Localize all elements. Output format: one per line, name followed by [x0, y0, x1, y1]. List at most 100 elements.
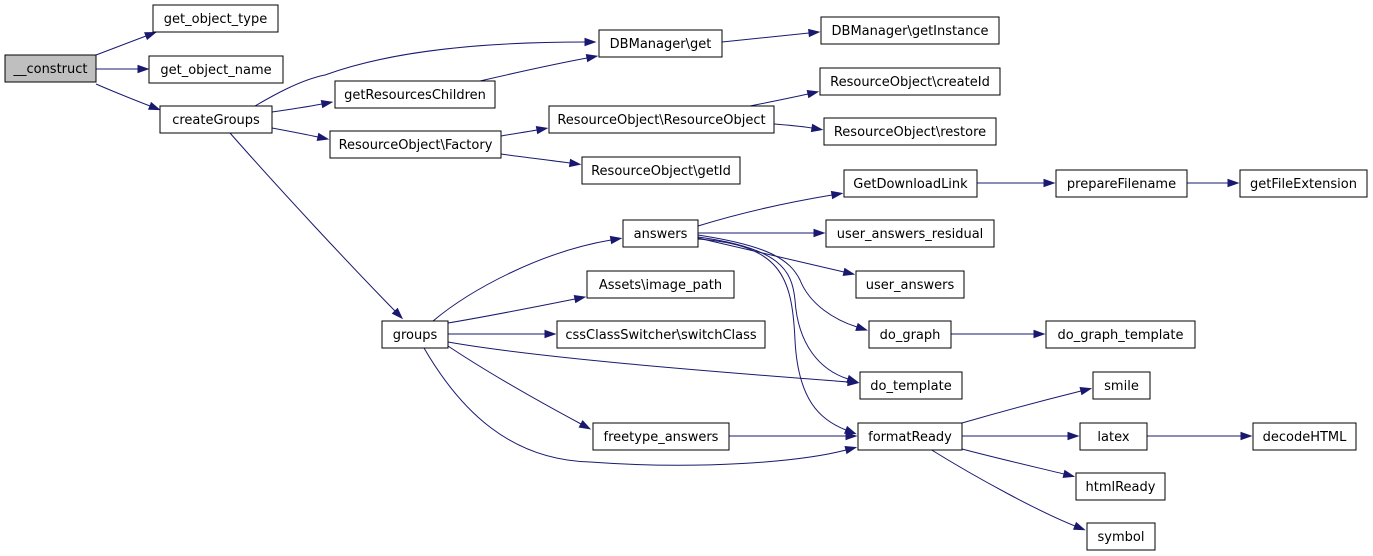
node-formatReady[interactable]: formatReady [857, 422, 963, 451]
edge-dbm_get-to-dbm_getInstance [721, 28, 821, 43]
edge-line [697, 194, 833, 227]
edge-arrowhead [1079, 387, 1093, 396]
node-decodeHTML[interactable]: decodeHTML [1252, 422, 1357, 451]
node-label: formatReady [868, 430, 952, 445]
edge-line [447, 341, 849, 383]
node-box [592, 422, 730, 451]
edge-arrowhead [316, 132, 330, 142]
edge-layer [95, 28, 1253, 531]
edge-formatReady-to-htmlReady [961, 448, 1076, 478]
node-smile[interactable]: smile [1092, 371, 1151, 400]
node-htmlReady[interactable]: htmlReady [1075, 472, 1166, 501]
node-dbm_getInstance[interactable]: DBManager\getInstance [820, 16, 1000, 45]
node-do_graph_template[interactable]: do_graph_template [1045, 320, 1196, 349]
node-ro_createId[interactable]: ResourceObject\createId [819, 67, 1001, 96]
node-label: groups [393, 328, 438, 343]
node-prepareFilename[interactable]: prepareFilename [1055, 169, 1188, 198]
edge-ro_Factory-to-ro_ResourceObject [500, 125, 549, 137]
node-user_answers_residual[interactable]: user_answers_residual [825, 219, 995, 248]
node-do_template[interactable]: do_template [859, 371, 963, 400]
node-label: getResourcesChildren [344, 88, 486, 103]
node-box [4, 54, 97, 83]
node-ro_restore[interactable]: ResourceObject\restore [823, 117, 997, 146]
node-ro_getId[interactable]: ResourceObject\getId [581, 156, 741, 185]
edge-line [95, 83, 151, 107]
node-box [556, 320, 766, 349]
edge-line [500, 153, 571, 164]
node-box [825, 219, 995, 248]
node-get_object_name[interactable]: get_object_name [148, 55, 284, 84]
edge-line [697, 234, 858, 328]
node-answers[interactable]: answers [622, 219, 699, 248]
node-box [859, 371, 963, 400]
edge-arrowhead [842, 267, 856, 276]
node-createGroups[interactable]: createGroups [159, 105, 273, 134]
edge-arrowhead [1227, 178, 1240, 188]
edge-line [432, 239, 612, 322]
edge-groups-to-do_template [447, 341, 860, 387]
node-label: do_graph [880, 328, 941, 343]
node-symbol[interactable]: symbol [1086, 522, 1156, 551]
edge-arrowhead [137, 64, 150, 74]
node-label: do_graph_template [1058, 328, 1184, 343]
edge-line [95, 35, 147, 56]
node-GetDownloadLink[interactable]: GetDownloadLink [843, 169, 978, 198]
edge-arrowhead [391, 307, 404, 320]
node-box [548, 105, 775, 134]
node-assets_image_path[interactable]: Assets\image_path [586, 270, 735, 299]
node-box [598, 29, 723, 58]
node-box [148, 55, 284, 84]
node-getResourcesChildren[interactable]: getResourcesChildren [334, 80, 496, 109]
edge-arrowhead [813, 228, 826, 238]
edge-line [773, 123, 813, 129]
node-label: GetDownloadLink [853, 177, 968, 192]
node-label: answers [634, 227, 688, 242]
node-label: prepareFilename [1067, 177, 1176, 192]
edge-createGroups-to-groups [229, 132, 404, 320]
edge-line [961, 390, 1082, 424]
node-css_switchClass[interactable]: cssClassSwitcher\switchClass [556, 320, 766, 349]
edge-line [500, 129, 538, 137]
node-box [1086, 522, 1156, 551]
edge-groups-to-css_switchClass [448, 329, 557, 339]
node-box [823, 117, 997, 146]
node-user_answers[interactable]: user_answers [855, 270, 965, 299]
node-box [1079, 422, 1148, 451]
node-construct[interactable]: __construct [4, 54, 97, 83]
edge-answers-to-user_answers [697, 237, 856, 276]
node-dbm_get[interactable]: DBManager\get [598, 29, 723, 58]
node-ro_Factory[interactable]: ResourceObject\Factory [329, 130, 502, 159]
node-freetype_answers[interactable]: freetype_answers [592, 422, 730, 451]
node-label: ResourceObject\createId [830, 75, 990, 90]
node-label: cssClassSwitcher\switchClass [565, 328, 757, 343]
node-box [381, 320, 449, 349]
node-label: symbol [1098, 530, 1145, 545]
edge-getResourcesChildren-to-dbm_get [479, 53, 599, 82]
node-do_graph[interactable]: do_graph [868, 320, 952, 349]
edge-arrowhead [148, 101, 161, 111]
node-ro_ResourceObject[interactable]: ResourceObject\ResourceObject [548, 105, 775, 134]
edge-createGroups-to-ro_Factory [271, 127, 330, 142]
edge-arrowhead [585, 53, 599, 63]
edge-arrowhead [320, 99, 334, 109]
node-box [855, 270, 965, 299]
node-layer: __construct get_object_type get_object_nam… [4, 4, 1368, 551]
node-label: user_answers_residual [837, 227, 984, 242]
node-label: ResourceObject\getId [591, 164, 731, 179]
edge-ro_Factory-to-ro_getId [500, 153, 582, 168]
edge-GetDownloadLink-to-prepareFilename [977, 178, 1056, 188]
edge-arrowhead [1062, 469, 1076, 478]
edge-answers-to-GetDownloadLink [697, 190, 844, 227]
edge-answers-to-do_graph [697, 234, 868, 331]
edge-arrowhead [584, 37, 597, 47]
edge-arrowhead [535, 125, 549, 135]
edge-line [254, 41, 586, 107]
node-groups[interactable]: groups [381, 320, 449, 349]
node-latex[interactable]: latex [1079, 422, 1148, 451]
node-box [843, 169, 978, 198]
node-get_object_type[interactable]: get_object_type [152, 4, 279, 33]
edge-construct-to-createGroups [95, 83, 161, 111]
node-getFileExtension[interactable]: getFileExtension [1239, 169, 1368, 198]
edge-prepareFilename-to-getFileExtension [1187, 178, 1240, 188]
